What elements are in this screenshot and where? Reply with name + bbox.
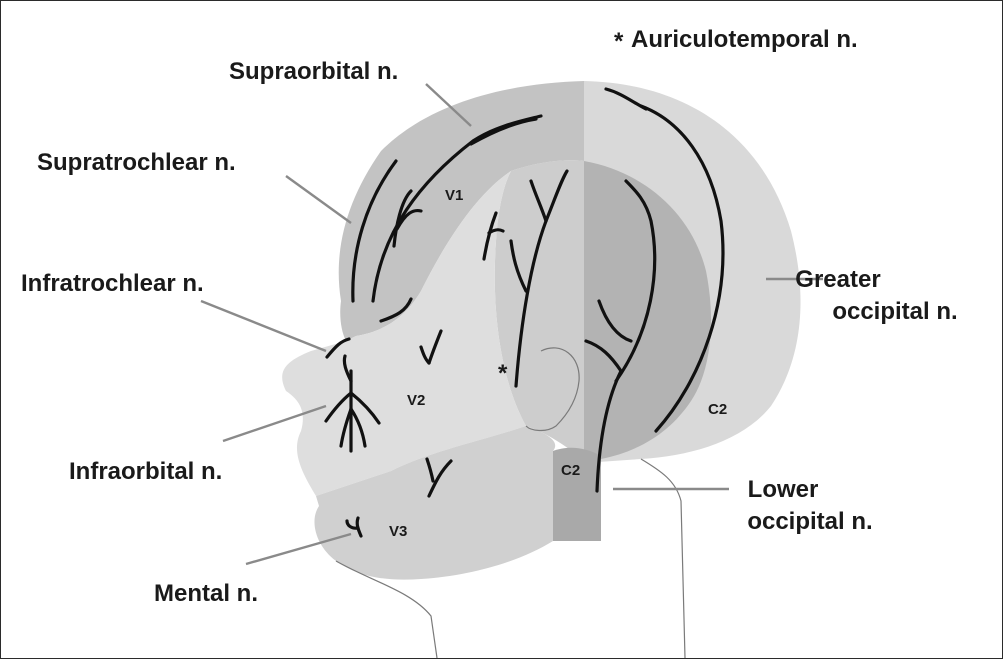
v2-zone-label: V2 <box>407 392 425 409</box>
lower-occipital-label-line2: occipital n. <box>747 508 872 535</box>
c2-lower-zone-label: C2 <box>561 462 580 479</box>
supraorbital-label: Supraorbital n. <box>229 58 398 85</box>
infratrochlear-leader <box>201 301 326 351</box>
infratrochlear-label: Infratrochlear n. <box>21 270 204 297</box>
c2-upper-zone-label: C2 <box>708 401 727 418</box>
infraorbital-label: Infraorbital n. <box>69 458 222 485</box>
greater-occipital-label-line2: occipital n. <box>832 298 957 325</box>
supratrochlear-leader <box>286 176 351 223</box>
auriculotemporal-marker: * <box>498 360 508 387</box>
supratrochlear-label: Supratrochlear n. <box>37 149 236 176</box>
legend-text: Auriculotemporal n. <box>631 26 858 53</box>
lower-occipital-label-line1: Lower <box>748 476 819 503</box>
greater-occipital-label-line1: Greater <box>795 266 880 293</box>
mental-label: Mental n. <box>154 580 258 607</box>
legend-symbol: * <box>614 28 624 55</box>
v3-zone-label: V3 <box>389 523 407 540</box>
v1-zone-label: V1 <box>445 187 463 204</box>
